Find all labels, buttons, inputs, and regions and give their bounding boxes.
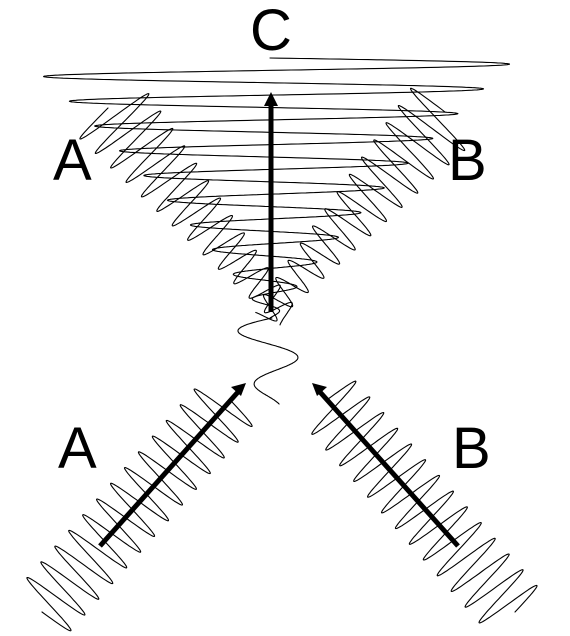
arrow-a-diagonal	[98, 383, 246, 548]
arrow-c-up	[264, 92, 278, 312]
wave-a-top	[79, 93, 293, 326]
arrow-b-diagonal	[312, 383, 460, 548]
label-b-bottom: B	[452, 416, 491, 481]
wave-a-bottom	[26, 388, 253, 632]
center-small-wave	[237, 317, 299, 405]
resultant-wave-c	[43, 57, 511, 319]
label-a-top: A	[53, 128, 92, 193]
wave-b-top	[255, 87, 466, 322]
wave-b-bottom	[311, 380, 538, 624]
label-b-top: B	[448, 128, 487, 193]
label-a-bottom: A	[58, 416, 97, 481]
label-c: C	[250, 0, 292, 63]
